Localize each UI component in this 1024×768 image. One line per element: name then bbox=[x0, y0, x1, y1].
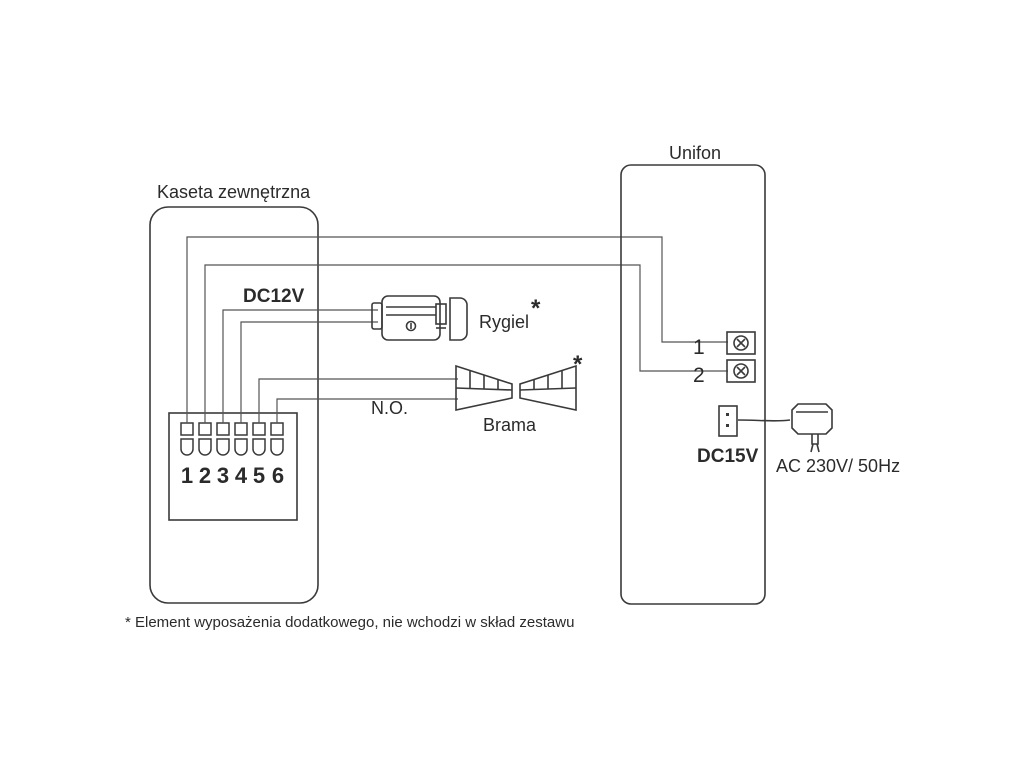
screw-icon bbox=[733, 363, 749, 379]
wire-4 bbox=[240, 321, 378, 423]
power-adapter-icon bbox=[737, 403, 833, 453]
kaseta-terminal-slot bbox=[198, 422, 212, 436]
unifon-terminal-number: 2 bbox=[693, 364, 705, 387]
kaseta-terminal-block bbox=[168, 412, 298, 521]
kaseta-title: Kaseta zewnętrzna bbox=[157, 182, 311, 202]
kaseta-terminal-screw bbox=[216, 438, 230, 456]
wire-1 bbox=[186, 236, 728, 423]
wire-5 bbox=[258, 378, 458, 423]
kaseta-terminal-number: 2 bbox=[199, 463, 211, 488]
kaseta-terminal-screw bbox=[252, 438, 266, 456]
dc12v-label: DC12V bbox=[243, 286, 305, 307]
wires bbox=[186, 236, 728, 423]
wire-2 bbox=[204, 264, 728, 423]
kaseta-terminal-screw bbox=[234, 438, 248, 456]
footnote: * Element wyposażenia dodatkowego, nie w… bbox=[125, 614, 574, 631]
kaseta-body bbox=[149, 206, 319, 604]
kaseta-terminal-slot bbox=[234, 422, 248, 436]
unifon-terminal-box bbox=[726, 331, 756, 355]
unifon-terminal-box bbox=[726, 359, 756, 383]
rygiel-label: Rygiel bbox=[479, 312, 529, 332]
unifon-terminals: 1 2 bbox=[693, 331, 756, 387]
ac-label: AC 230V/ 50Hz bbox=[776, 456, 900, 476]
kaseta-terminal-numbers: 1 2 3 4 5 6 bbox=[181, 463, 284, 488]
kaseta-terminal-slot bbox=[180, 422, 194, 436]
wire-3 bbox=[222, 309, 378, 423]
no-label: N.O. bbox=[371, 398, 408, 418]
kaseta-terminal-slot bbox=[270, 422, 284, 436]
adapter-cable bbox=[737, 419, 791, 422]
rygiel-lock-icon bbox=[371, 295, 468, 341]
kaseta-terminal-number: 6 bbox=[272, 463, 284, 488]
kaseta-terminal-slot bbox=[252, 422, 266, 436]
unifon-terminal-number: 1 bbox=[693, 336, 705, 359]
rygiel-asterisk: * bbox=[531, 295, 541, 322]
kaseta-terminal-number: 5 bbox=[253, 463, 265, 488]
kaseta-terminal-screw bbox=[270, 438, 284, 456]
kaseta-terminal-slot bbox=[216, 422, 230, 436]
dc-socket-icon bbox=[718, 405, 738, 437]
kaseta-terminal-number: 4 bbox=[235, 463, 248, 488]
kaseta-terminal-screw bbox=[180, 438, 194, 456]
brama-label: Brama bbox=[483, 415, 537, 435]
brama-gate-icon bbox=[455, 364, 577, 411]
unifon-body bbox=[620, 164, 766, 605]
kaseta-terminal-number: 3 bbox=[217, 463, 229, 488]
dc15v-label: DC15V bbox=[697, 446, 759, 467]
wire-6 bbox=[276, 398, 458, 423]
unifon-title: Unifon bbox=[669, 143, 721, 163]
kaseta-terminal-number: 1 bbox=[181, 463, 193, 488]
kaseta-terminals bbox=[180, 422, 284, 456]
kaseta-terminal-screw bbox=[198, 438, 212, 456]
brama-asterisk: * bbox=[573, 351, 583, 378]
screw-icon bbox=[733, 335, 749, 351]
